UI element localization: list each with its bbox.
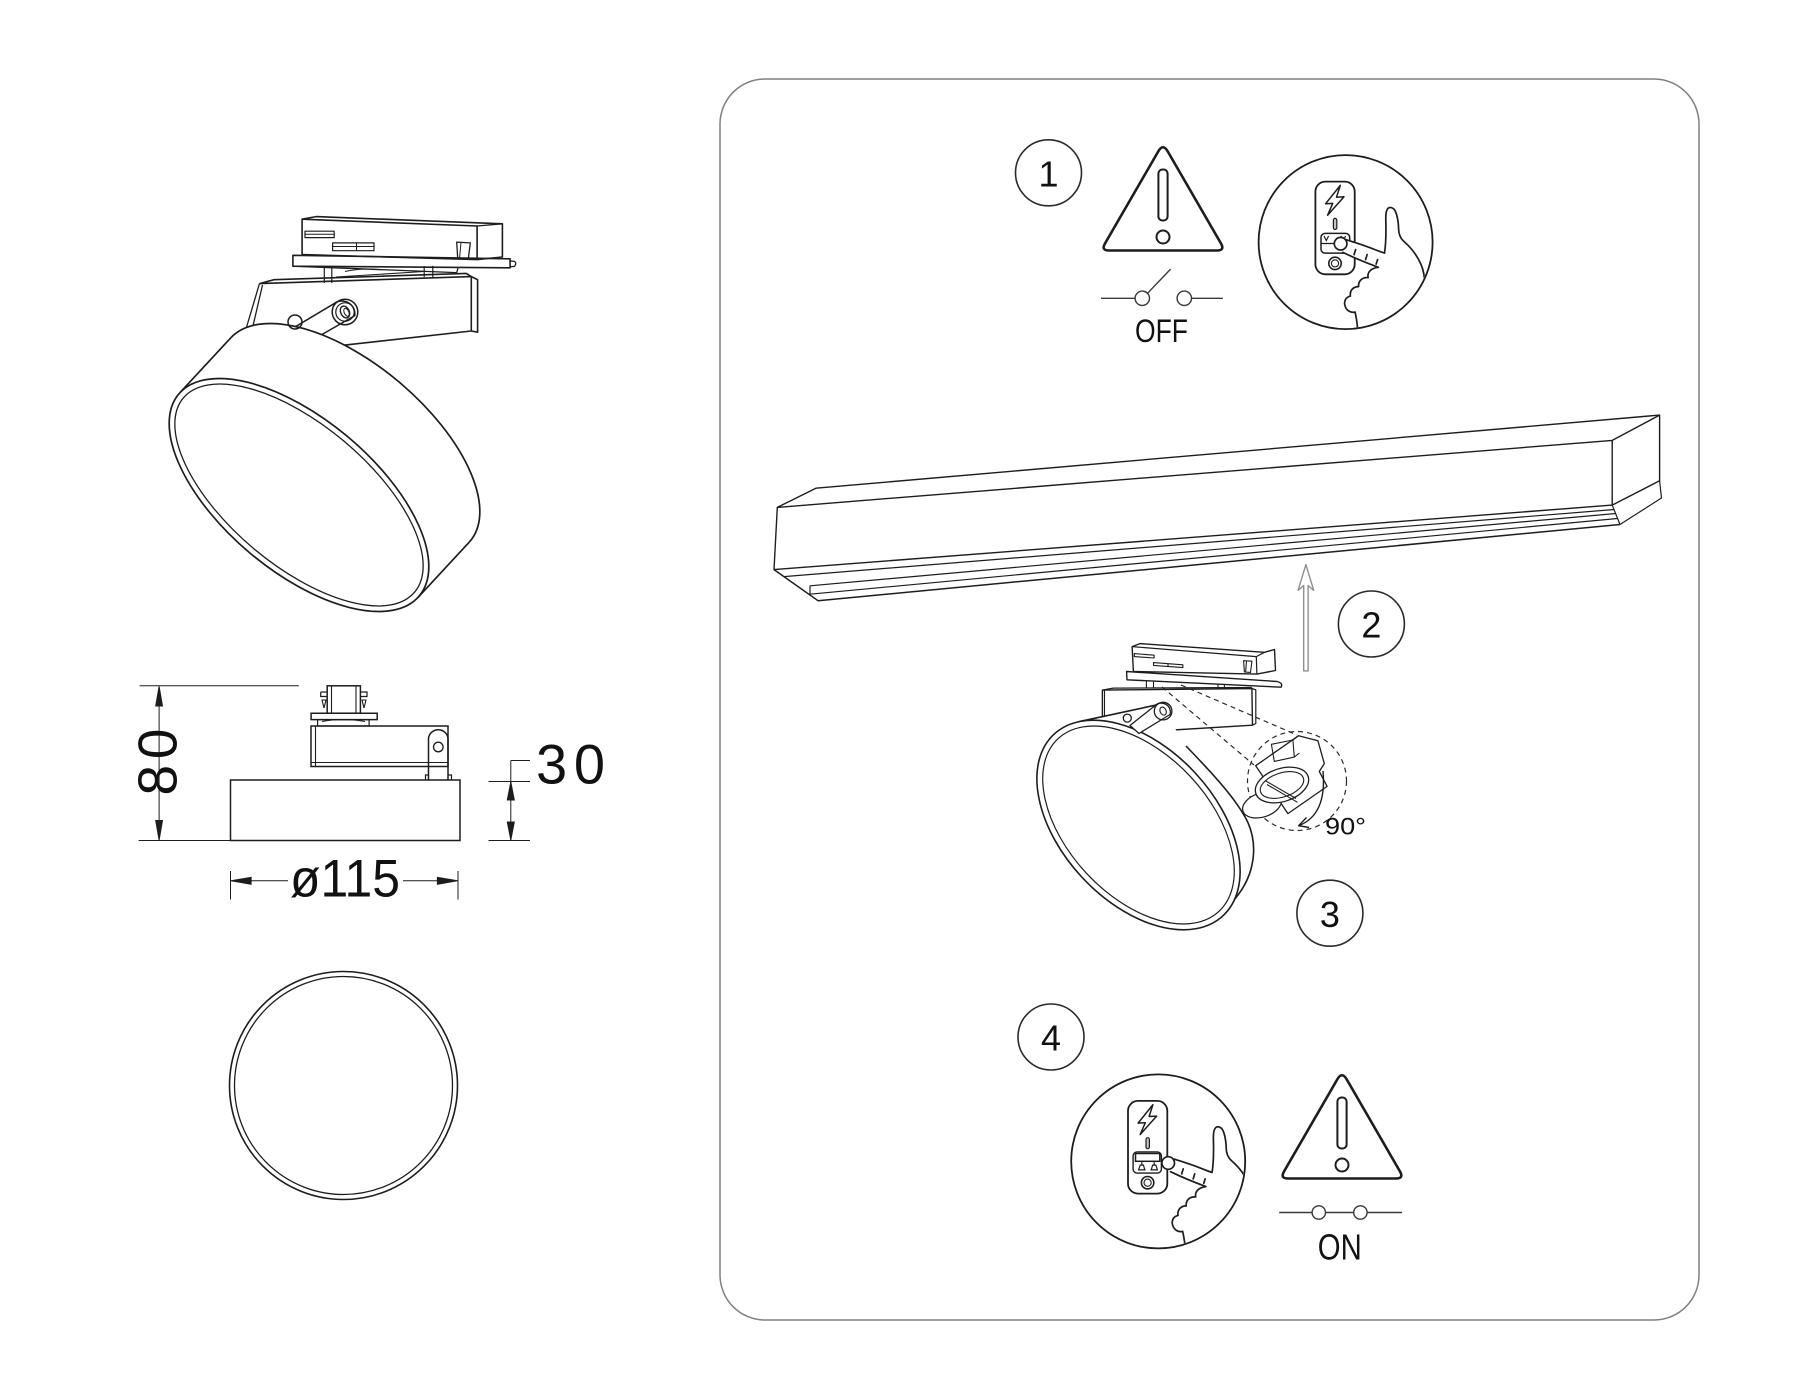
svg-text:2: 2 [1361,605,1381,646]
svg-text:30: 30 [536,733,605,796]
svg-text:1: 1 [1038,154,1058,195]
svg-text:4: 4 [1041,1018,1061,1059]
svg-text:90°: 90° [1325,814,1366,841]
svg-text:ON: ON [1318,1227,1362,1268]
svg-text:80: 80 [126,729,188,796]
svg-text:OFF: OFF [1135,313,1188,349]
svg-text:3: 3 [1320,894,1340,935]
svg-text:ø115: ø115 [290,850,400,909]
